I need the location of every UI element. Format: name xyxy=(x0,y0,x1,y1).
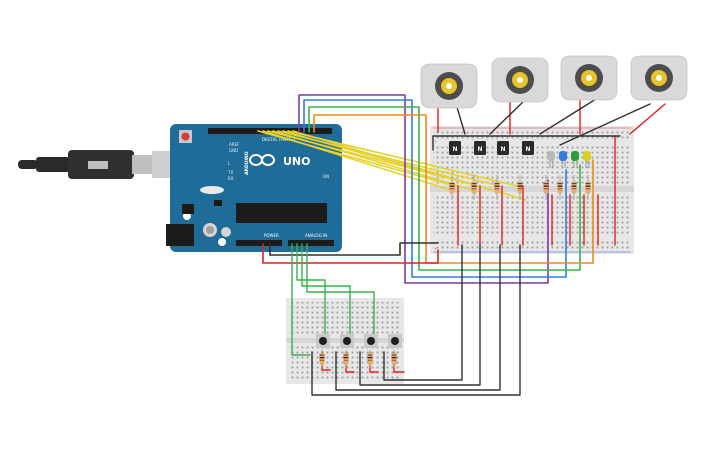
dc-motor xyxy=(420,63,478,109)
npn-transistor: N xyxy=(449,141,461,155)
blue-wire xyxy=(303,99,567,278)
uno-label: UNO xyxy=(283,155,311,168)
orange-wire xyxy=(313,114,594,264)
arduino-uno-board: DIGITAL (PWM~) UNO ARDUINO POWER ANALOG … xyxy=(166,124,342,252)
led xyxy=(583,151,591,168)
dc-motor xyxy=(491,57,549,103)
led xyxy=(571,151,579,168)
transistor-label: N xyxy=(500,146,505,153)
pushbutton[interactable] xyxy=(364,334,378,348)
transistor-label: N xyxy=(525,146,530,153)
transistor-label: N xyxy=(452,146,457,153)
red-power-wire xyxy=(262,243,439,264)
svg-text:+: + xyxy=(434,139,437,144)
analog-label: ANALOG IN xyxy=(305,233,327,238)
reset-button[interactable] xyxy=(181,132,190,141)
power-header xyxy=(236,240,282,246)
resistor xyxy=(494,175,500,200)
resistors xyxy=(449,175,591,200)
pushbuttons xyxy=(316,334,402,368)
wires xyxy=(257,94,666,396)
resistor xyxy=(517,175,523,200)
digital-header-label: DIGITAL (PWM~) xyxy=(262,137,296,142)
yellow-signal-wires xyxy=(257,130,527,201)
on-led-label: ON xyxy=(323,174,329,179)
pushbutton[interactable] xyxy=(340,334,354,348)
pushbutton[interactable] xyxy=(316,334,330,348)
resistor xyxy=(391,350,397,368)
aref-label: AREF xyxy=(229,142,240,147)
resistor xyxy=(367,350,373,368)
analog-header xyxy=(288,240,334,246)
npn-transistor: N xyxy=(474,141,486,155)
leds xyxy=(547,151,591,168)
resistor xyxy=(319,350,325,368)
led xyxy=(547,151,555,168)
svg-text:+: + xyxy=(434,246,437,251)
dc-motor xyxy=(630,55,688,101)
atmega-chip xyxy=(236,203,327,223)
green-wire xyxy=(308,106,581,271)
arduino-brand-label: ARDUINO xyxy=(244,151,250,175)
black-gnd-wire xyxy=(269,242,439,256)
arduino-logo-icon xyxy=(249,154,275,166)
power-label: POWER xyxy=(264,233,279,238)
purple-wire xyxy=(298,94,549,284)
resistor xyxy=(543,175,549,200)
led xyxy=(559,151,567,168)
resistor xyxy=(557,175,563,200)
npn-transistor: N xyxy=(522,141,534,155)
gnd-label: GND xyxy=(229,148,238,153)
resistor xyxy=(449,175,455,200)
resistor xyxy=(571,175,577,200)
usb-cable xyxy=(18,150,194,179)
power-jack xyxy=(166,224,194,246)
resistor xyxy=(585,175,591,200)
pushbutton[interactable] xyxy=(388,334,402,348)
rx-led-label: RX xyxy=(228,176,234,181)
l-led-label: L xyxy=(228,161,231,166)
resistor xyxy=(343,350,349,368)
npn-transistor: N xyxy=(497,141,509,155)
transistor-label: N xyxy=(477,146,482,153)
tx-led-label: TX xyxy=(227,170,233,175)
motors xyxy=(420,55,688,109)
resistor xyxy=(471,175,477,200)
dc-motor xyxy=(560,55,618,101)
